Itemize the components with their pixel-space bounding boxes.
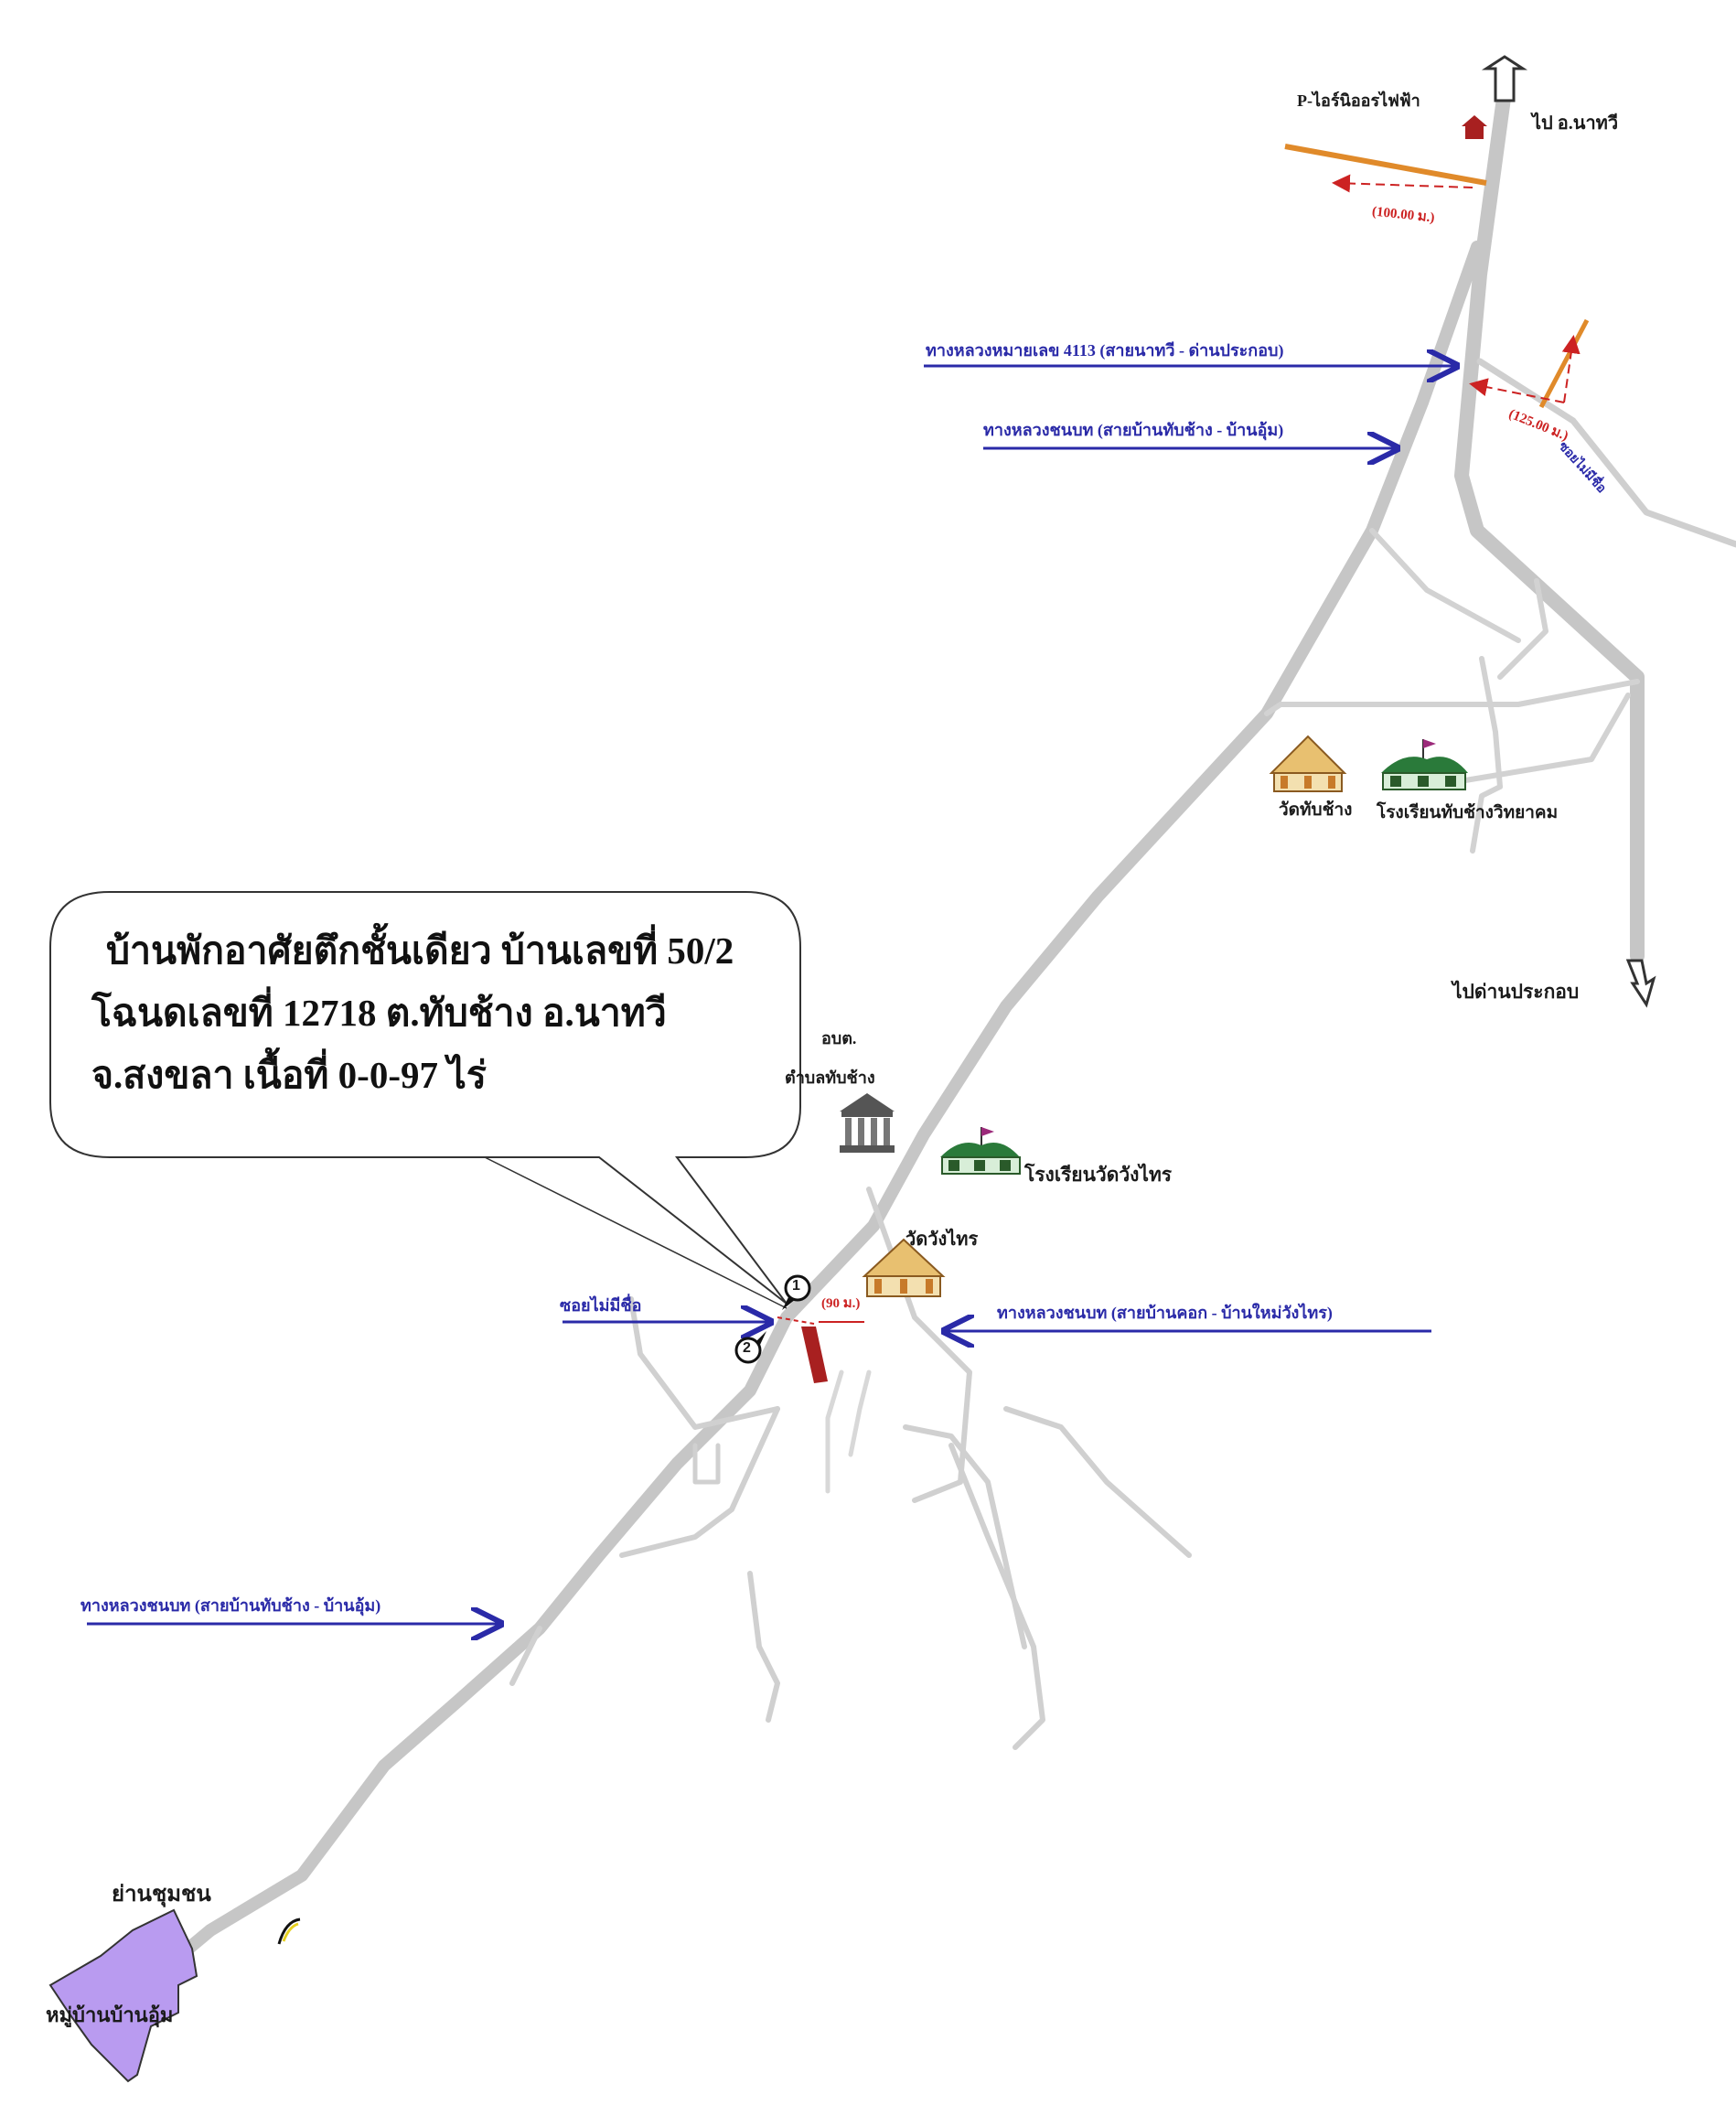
label-sao-2: ตำบลทับช้าง (785, 1069, 875, 1087)
property-marker (777, 1316, 864, 1383)
down-arrow (1625, 959, 1656, 1008)
marker-2-icon (734, 1331, 766, 1364)
label-rural-road-bottom: ทางหลวงชนบท (สายบ้านทับช้าง - บ้านอุ้ม) (80, 1596, 381, 1615)
callout-line-2: โฉนดเลขที่ 12718 ต.ทับช้าง อ.นาทวี (91, 992, 667, 1034)
label-village: หมู่บ้านบ้านอุ้ม (46, 2003, 174, 2026)
label-highway-4113: ทางหลวงหมายเลข 4113 (สายนาทวี - ด่านประก… (926, 341, 1284, 360)
label-distance-center: (90 ม.) (821, 1296, 861, 1311)
callout-line-1: บ้านพักอาศัยตึกชั้นเดียว บ้านเลขที่ 50/2 (106, 929, 734, 972)
label-to-dan-prakop: ไปด่านประกอบ (1452, 981, 1580, 1003)
government-office-icon (840, 1093, 895, 1153)
temple-icon-center (862, 1238, 946, 1297)
power-line (1284, 144, 1487, 186)
house-icon (1462, 115, 1487, 139)
label-sao-1: อบต. (821, 1029, 857, 1047)
temple-icon (1269, 735, 1347, 792)
callout-line-3: จ.สงขลา เนื้อที่ 0-0-97 ไร่ (91, 1054, 487, 1096)
marker-1-icon (782, 1274, 811, 1310)
marker-1-label: 1 (792, 1278, 800, 1294)
label-power-station: P-ไอร์นิออรไฟฟ้า (1297, 91, 1420, 110)
label-soi-no-name: ซอยไม่มีชื่อ (560, 1296, 642, 1315)
label-school-wangthai: โรงเรียนวัดวังไทร (1024, 1164, 1173, 1186)
right-branch-road (1476, 358, 1736, 548)
blue-arrows (87, 366, 1454, 1624)
main-road-sw (149, 241, 1484, 1982)
label-rural-road-top: ทางหลวงชนบท (สายบ้านทับช้าง - บ้านอุ้ม) (983, 421, 1284, 439)
school-icon-center (940, 1127, 1021, 1175)
label-temple-tabchang: วัดทับช้าง (1279, 800, 1353, 820)
community-area (48, 1908, 198, 2083)
marker-2-label: 2 (743, 1340, 751, 1356)
school-icon (1381, 739, 1468, 790)
label-community: ย่านชุมชน (112, 1883, 211, 1907)
callout-bubble (49, 891, 801, 1309)
label-temple-wangthai: วัดวังไทร (906, 1230, 979, 1250)
label-rural-road-right: ทางหลวงชนบท (สายบ้านคอก - บ้านใหม่วังไทร… (997, 1304, 1333, 1322)
label-school-tabchang: โรงเรียนทับช้างวิทยาคม (1377, 803, 1559, 822)
curve-marker (277, 1917, 301, 1945)
callout-text: บ้านพักอาศัยตึกชั้นเดียว บ้านเลขที่ 50/2… (91, 919, 805, 1106)
north-arrow (1481, 55, 1528, 102)
distance-line-right (1469, 378, 1565, 403)
label-to-natawi: ไป อ.นาทวี (1532, 113, 1619, 134)
distance-line-top (1332, 174, 1473, 193)
road-network (149, 84, 1736, 1982)
main-highway (1454, 84, 1645, 963)
power-line-right (1538, 318, 1590, 409)
